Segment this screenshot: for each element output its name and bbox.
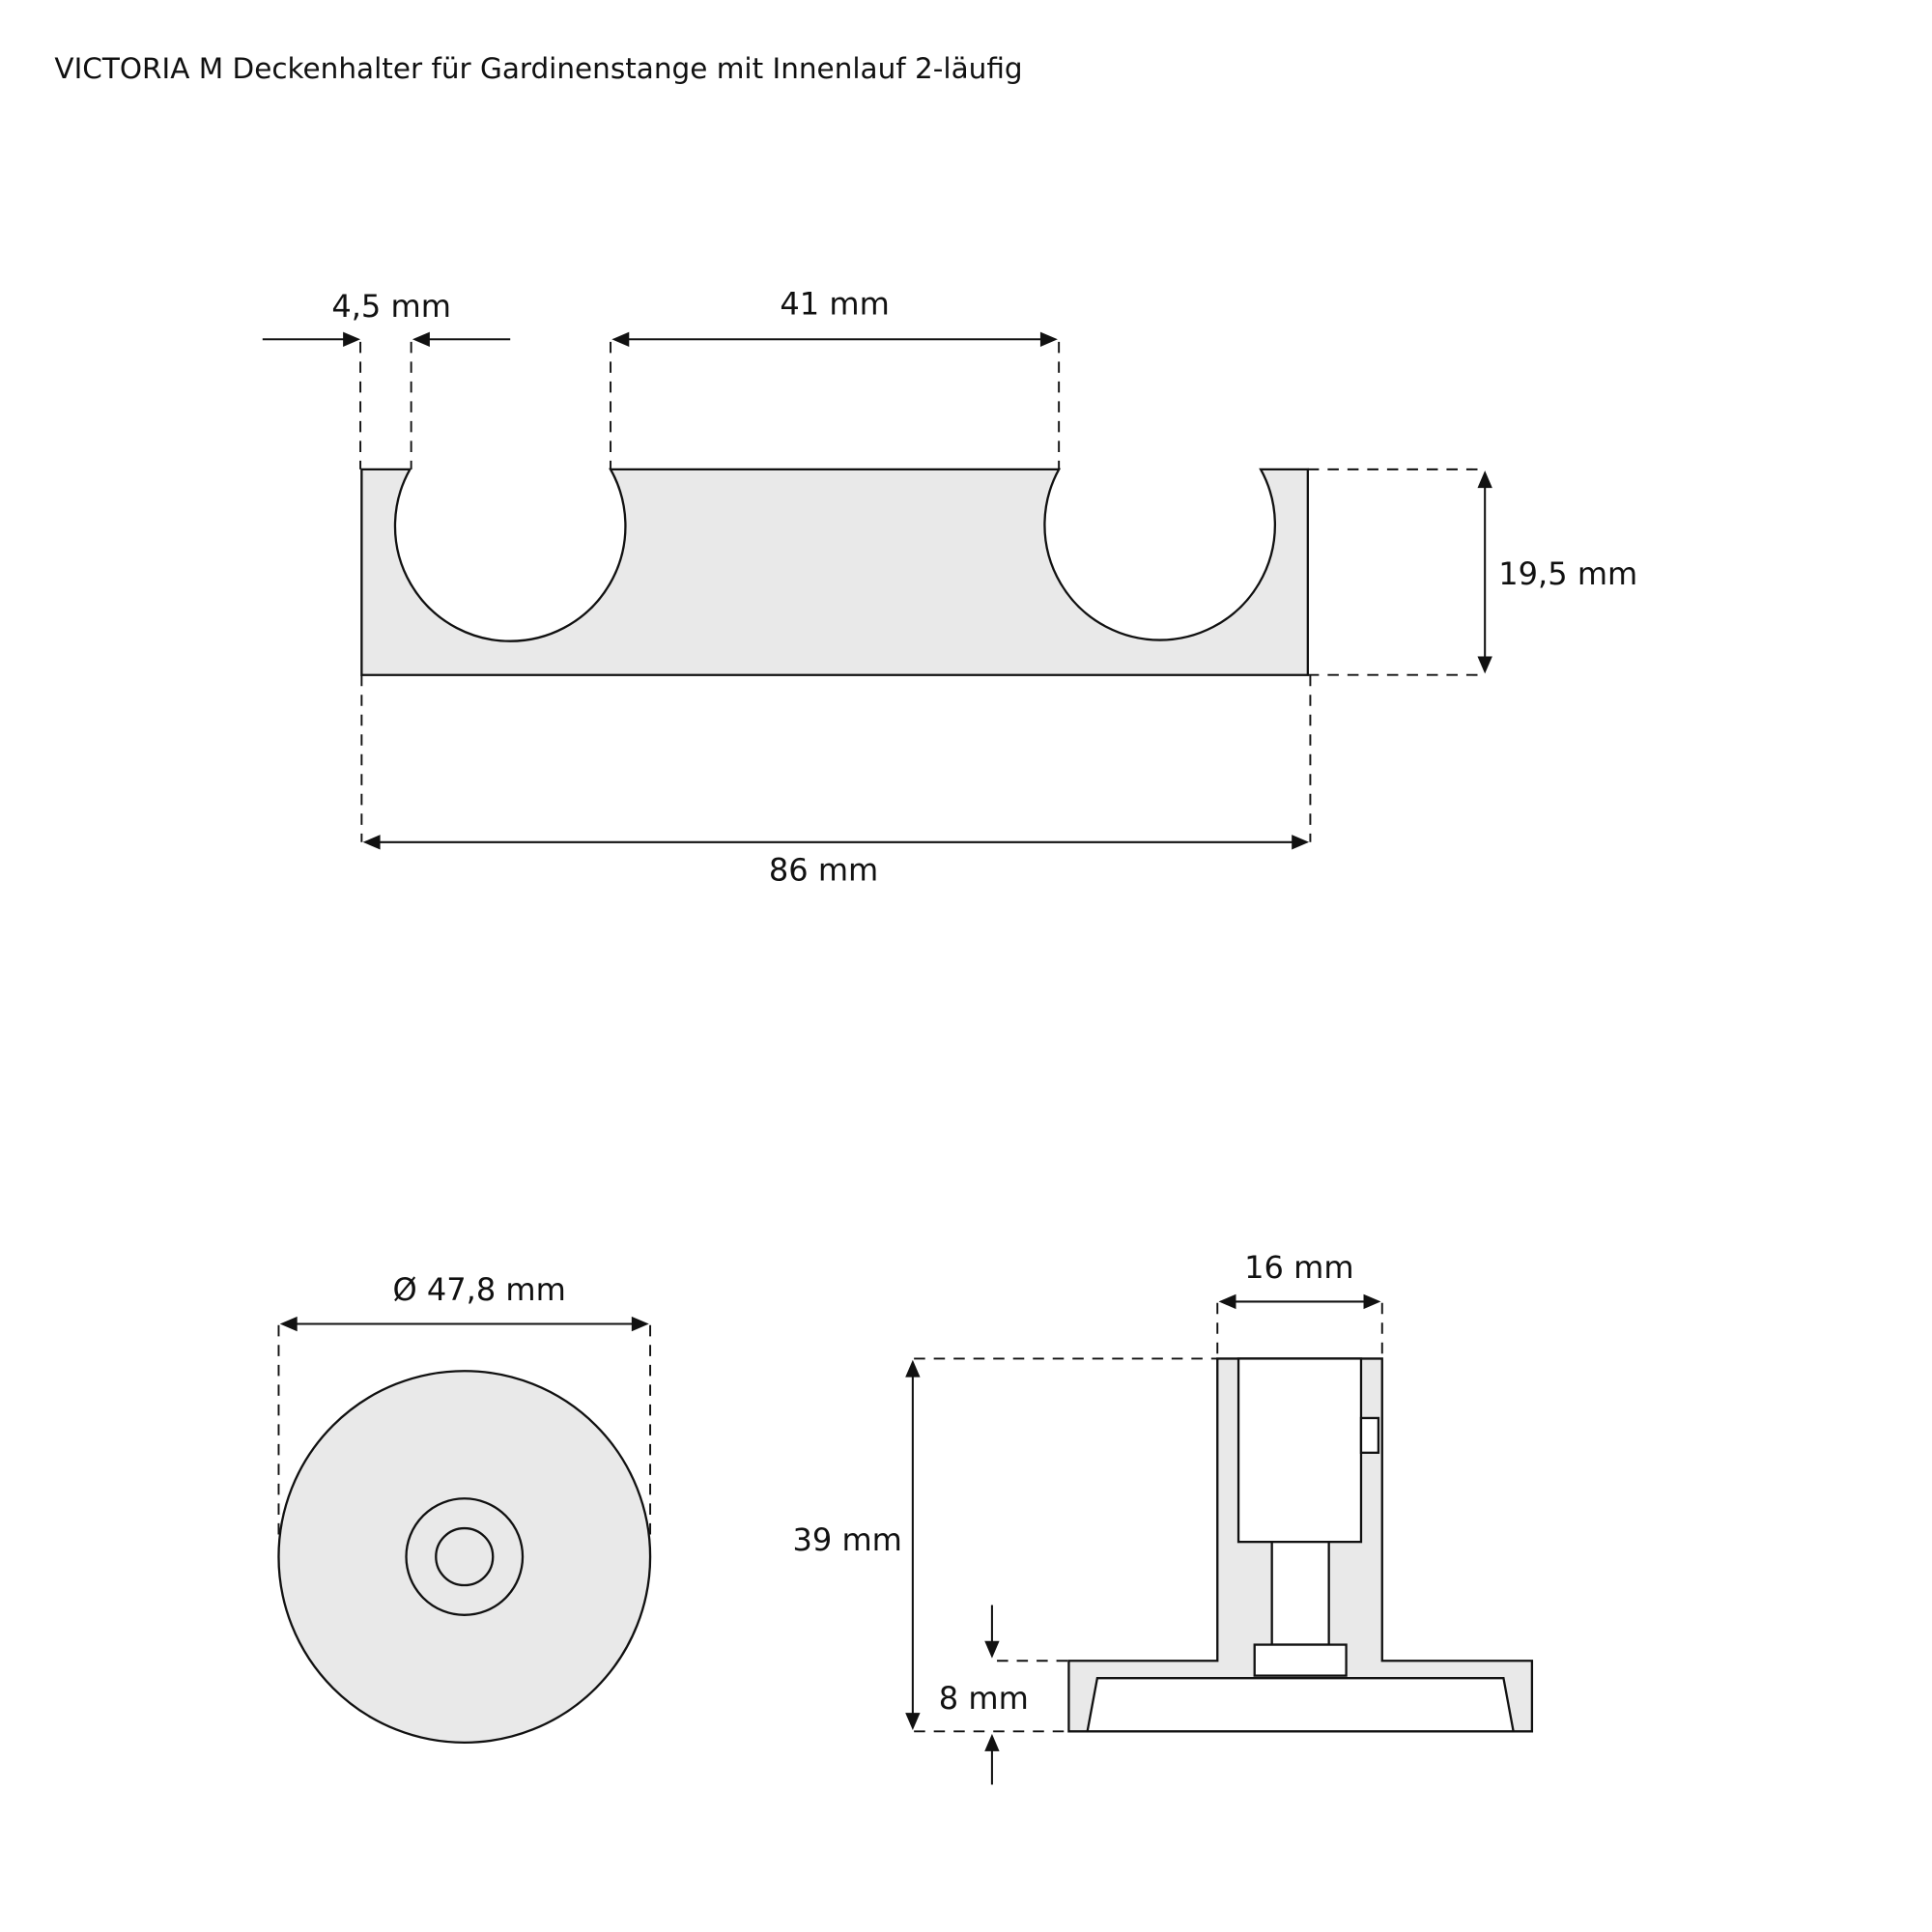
neck: [1270, 1541, 1330, 1646]
set-screw: [1359, 1416, 1380, 1455]
bracket-body: [360, 468, 1310, 676]
nut: [1253, 1643, 1348, 1677]
rod-channel: [1236, 1357, 1363, 1544]
base-recess: [1086, 1677, 1516, 1733]
screw-hole: [435, 1526, 495, 1587]
front-view: 4,5 mm 41 mm 19,5 mm 86 mm: [262, 286, 1637, 889]
dim-stem-label: 16 mm: [1244, 1249, 1353, 1286]
dim-diameter-label: Ø 47,8 mm: [392, 1271, 565, 1308]
dim-spacing-label: 41 mm: [780, 286, 889, 323]
drawing-title: VICTORIA M Deckenhalter für Gardinenstan…: [54, 52, 1022, 85]
dim-total-height-label: 39 mm: [793, 1521, 902, 1558]
dim-height-label: 19,5 mm: [1498, 555, 1637, 592]
dim-base-label: 8 mm: [939, 1680, 1029, 1717]
dim-width-label: 86 mm: [769, 852, 878, 889]
side-view: 16 mm 39 mm 8 mm: [793, 1249, 1534, 1785]
top-view: Ø 47,8 mm: [277, 1271, 652, 1745]
dim-wall-label: 4,5 mm: [331, 288, 451, 325]
